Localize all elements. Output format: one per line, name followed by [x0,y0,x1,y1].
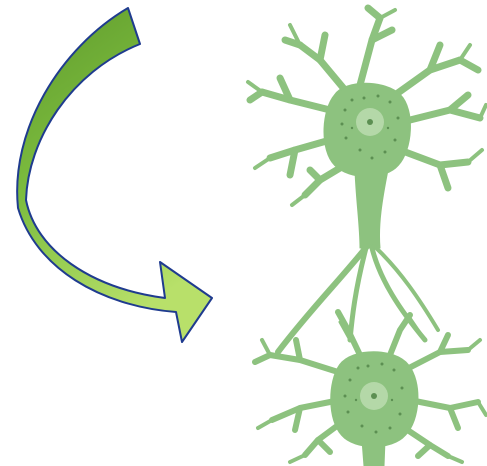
curved-arrow-icon [17,8,212,342]
upper-neuron-icon [248,8,486,248]
axon-branches [278,245,438,352]
